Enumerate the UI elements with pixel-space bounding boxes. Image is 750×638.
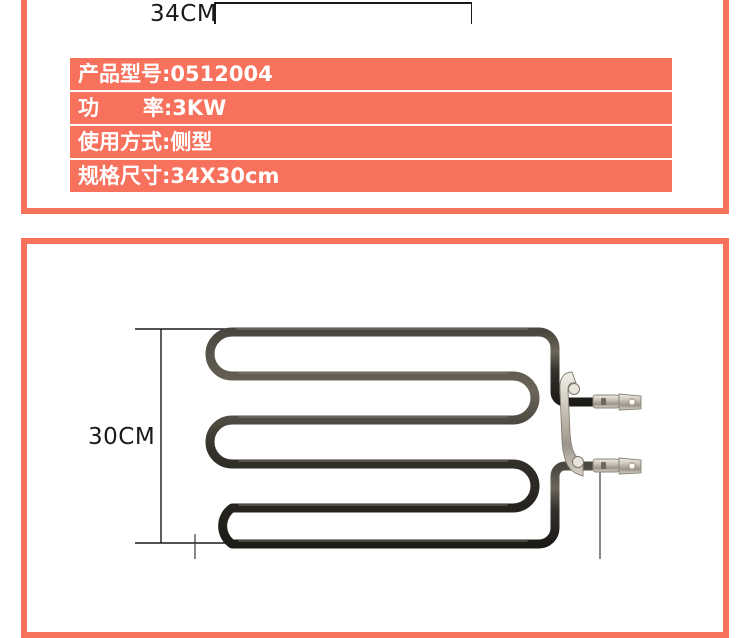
dimension-bracket-horizontal-icon <box>214 2 472 26</box>
spec-row-text: 功 率:3KW <box>78 95 227 120</box>
dimension-tick-right <box>470 2 472 24</box>
dimension-height-label: 30CM <box>88 424 156 450</box>
spec-row-text: 规格尺寸:34X30cm <box>78 163 280 188</box>
heater-tube-highlight <box>236 328 528 542</box>
spec-row-power: 功 率:3KW <box>70 92 672 124</box>
spec-row-text: 产品型号:0512004 <box>78 61 273 86</box>
bracket-hole-bottom <box>572 456 584 468</box>
spec-row-size: 规格尺寸:34X30cm <box>70 160 672 192</box>
dimension-tick-left <box>214 2 216 24</box>
terminal-connector-lower <box>592 457 642 475</box>
spec-row-usage: 使用方式:侧型 <box>70 126 672 158</box>
dimension-line-horizontal <box>214 2 472 4</box>
terminal-connector-upper <box>592 393 642 411</box>
specification-table: 产品型号:0512004 功 率:3KW 使用方式:侧型 规格尺寸:34X30c… <box>70 58 672 192</box>
spec-row-text: 使用方式:侧型 <box>78 129 213 154</box>
reference-guide-lines <box>194 465 601 559</box>
product-figure <box>27 244 723 559</box>
tubular-heating-element-illustration <box>135 327 642 559</box>
dimension-bracket-vertical-icon <box>135 328 227 544</box>
dimension-width-label: 34CM <box>150 1 218 27</box>
mounting-bracket-icon <box>559 371 584 477</box>
heater-tube <box>205 327 598 549</box>
spec-row-model: 产品型号:0512004 <box>70 58 672 90</box>
bracket-hole-top <box>568 383 580 395</box>
